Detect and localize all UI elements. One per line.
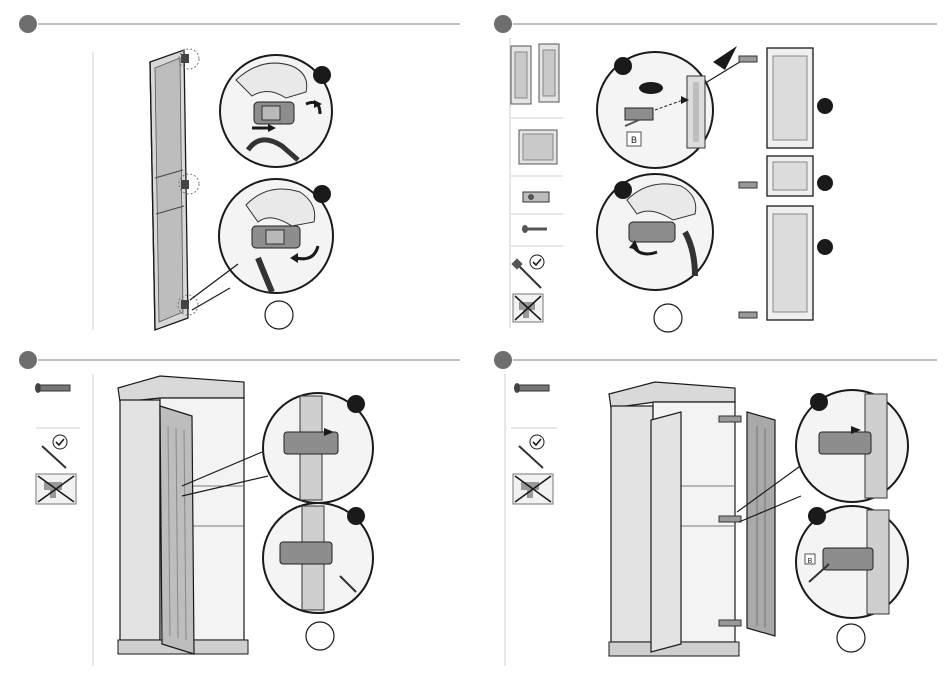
parts-list [511, 383, 557, 504]
screwdriver-icon [42, 446, 66, 468]
step-3-panel [0, 336, 475, 673]
detail-circle-2 [263, 503, 373, 613]
detail-marker-e [817, 239, 833, 255]
hinge-icon [819, 432, 871, 454]
parts-list [510, 38, 563, 328]
hinge-icon [625, 108, 653, 120]
hinge-icon [523, 192, 549, 202]
cabinet-left-side [611, 406, 653, 642]
hinge-icon [739, 182, 757, 188]
hinge-icon [284, 432, 338, 454]
hinge-icon [280, 542, 332, 564]
detail-marker-1 [347, 395, 365, 413]
step-1-number-dot [19, 15, 37, 33]
hinge-icon [739, 56, 757, 62]
check-icon [530, 255, 544, 269]
detail-marker-2 [313, 185, 331, 203]
detail-circle-2 [219, 179, 333, 293]
step-4-panel: B [475, 336, 950, 673]
cabinet-left-side [120, 400, 160, 640]
part-tag-label: B [808, 558, 813, 565]
door-panel [150, 50, 188, 330]
step-2-number-dot [494, 15, 512, 33]
step-4-illustration: B [475, 336, 950, 673]
left-door [651, 412, 681, 652]
check-icon [53, 435, 67, 449]
screw-icon [35, 383, 70, 393]
result-check-circle [265, 301, 293, 329]
check-icon [530, 435, 544, 449]
step-3-illustration [0, 336, 475, 673]
step-2-panel: B [475, 0, 950, 336]
result-check-circle [306, 622, 334, 650]
step-1-illustration [0, 0, 475, 336]
step-3-number-dot [19, 351, 37, 369]
result-check-circle [837, 624, 865, 652]
detail-marker-c [817, 98, 833, 114]
detail-marker-b [614, 181, 632, 199]
detail-marker-1 [810, 393, 828, 411]
hinge-icon [739, 312, 757, 318]
cabinet [118, 376, 248, 654]
step-4-number-dot [494, 351, 512, 369]
screwdriver-icon [519, 446, 543, 468]
detail-marker-1 [313, 66, 331, 84]
part-tag-label: B [631, 135, 637, 145]
door-assembly [739, 48, 833, 320]
cabinet [609, 382, 775, 656]
step-2-illustration: B [475, 0, 950, 336]
detail-marker-a [614, 57, 632, 75]
step-1-panel [0, 0, 475, 336]
power-drill-prohibited-icon [36, 474, 76, 504]
detail-circle-1 [220, 55, 332, 167]
detail-circle-top: B [597, 52, 713, 168]
right-door [747, 412, 775, 636]
screw-icon [514, 383, 549, 393]
hinge-icon [823, 548, 873, 570]
detail-circle-1 [796, 390, 908, 502]
detail-marker-d [817, 175, 833, 191]
detail-circle-2: B [796, 506, 908, 618]
detail-marker-2 [347, 507, 365, 525]
power-drill-prohibited-icon [513, 294, 543, 322]
parts-list [35, 383, 80, 504]
power-drill-prohibited-icon [513, 474, 553, 504]
screw-icon [522, 225, 547, 233]
result-check-circle [654, 304, 682, 332]
detail-marker-2 [808, 507, 826, 525]
detail-circle-1 [263, 393, 373, 503]
detail-circle-bottom [597, 174, 713, 290]
